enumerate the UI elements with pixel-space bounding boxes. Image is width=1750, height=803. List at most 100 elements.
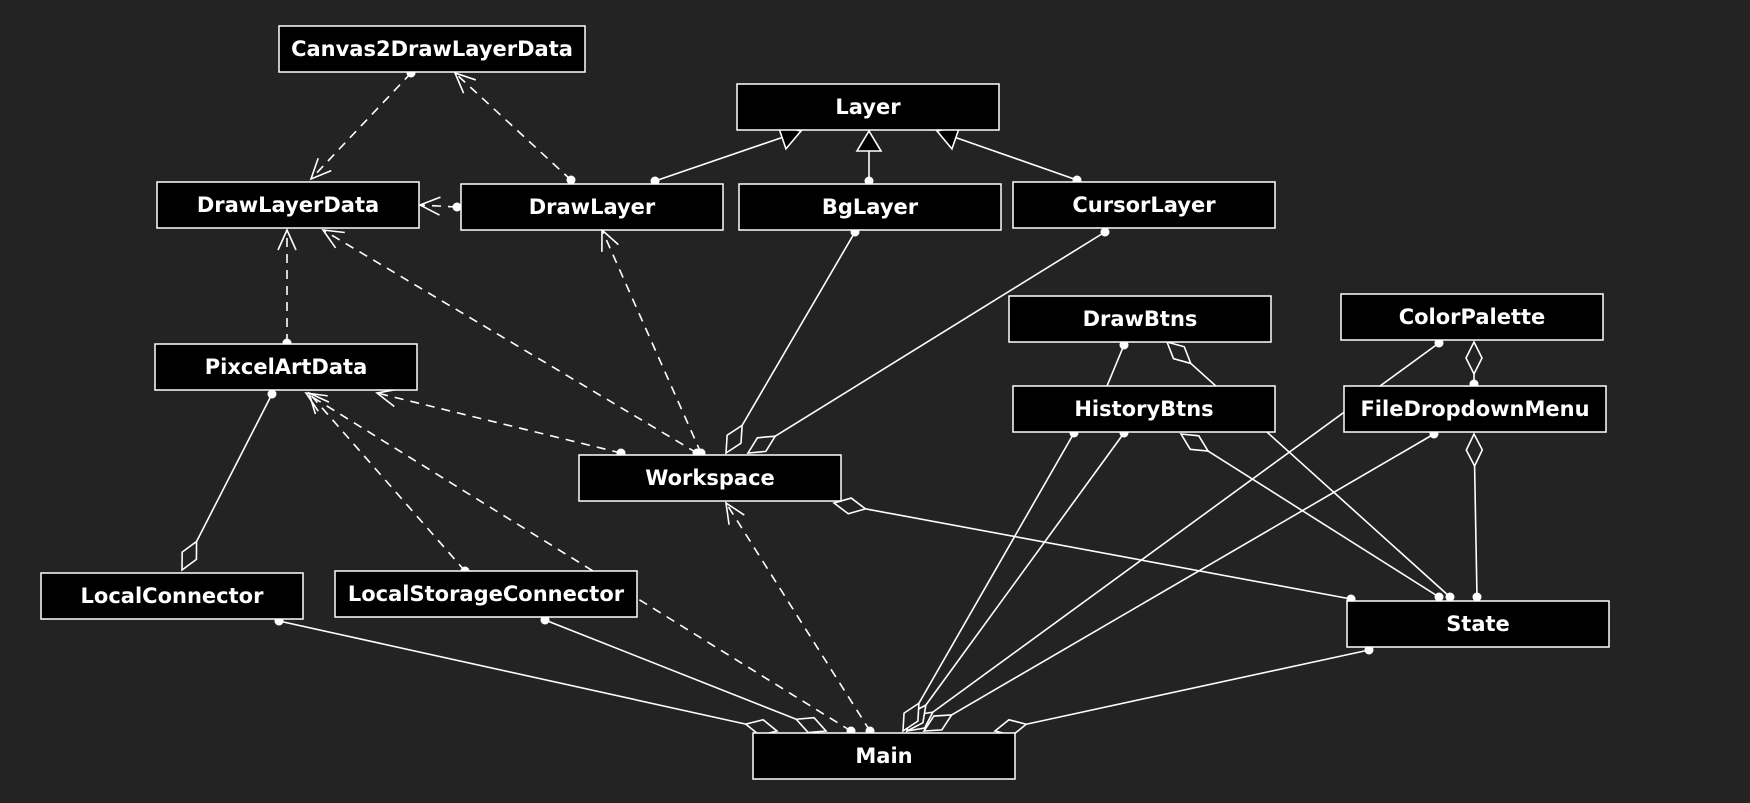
class-name-label: LocalStorageConnector (348, 582, 625, 606)
edge-endpoint-dot (1445, 592, 1455, 602)
class-name-label: DrawLayerData (197, 193, 379, 217)
edge-filedropdownmenu-main (922, 429, 1439, 732)
aggregation-diamond (794, 716, 828, 734)
edge-line (544, 619, 797, 720)
class-name-label: ColorPalette (1399, 305, 1546, 329)
aggregation-diamond (181, 539, 198, 572)
class-node-cursorlayer: CursorLayer (1012, 181, 1276, 229)
edge-line (1473, 465, 1478, 598)
class-box (752, 732, 1016, 780)
edge-pixcelartdata-drawlayerdata (277, 228, 297, 348)
edge-line (1207, 450, 1440, 598)
edge-historybtns-main (902, 428, 1079, 733)
dependency-arrowhead (724, 501, 745, 525)
edge-line (654, 136, 783, 182)
edges-layer (181, 68, 1484, 737)
edge-line (925, 432, 1125, 706)
edge-line (741, 231, 856, 426)
aggregation-diamond (725, 423, 744, 455)
edge-line (308, 392, 466, 572)
class-name-label: LocalConnector (81, 584, 265, 608)
edge-workspace-pixcelartdata (375, 388, 626, 458)
aggregation-diamond (1165, 340, 1193, 365)
class-box (736, 83, 1000, 131)
class-box (278, 25, 586, 73)
edge-localstorageconnector-pixcelartdata (307, 391, 470, 576)
aggregation-diamond (746, 435, 777, 454)
edge-cursorlayer-workspace (746, 227, 1110, 454)
class-node-pixcelartdata: PixcelArtData (154, 343, 418, 391)
class-box (40, 572, 304, 620)
class-name-label: Canvas2DrawLayerData (291, 37, 573, 61)
class-node-drawbtns: DrawBtns (1008, 295, 1272, 343)
edge-drawlayer-canvas2drawlayerdata (453, 71, 576, 185)
edge-pixcelartdata-localconnector (181, 389, 277, 572)
edge-line (195, 393, 273, 542)
class-box (1340, 293, 1604, 341)
class-node-state: State (1346, 600, 1610, 648)
edge-state-workspace (832, 497, 1356, 604)
class-name-label: DrawLayer (529, 195, 656, 219)
edge-localconnector-main (274, 616, 779, 737)
edge-filedropdownmenu-colorpalette (1465, 340, 1483, 389)
inheritance-arrowhead (855, 129, 883, 152)
class-name-label: Workspace (645, 466, 775, 490)
class-box (1008, 295, 1272, 343)
class-box (738, 183, 1002, 231)
class-name-label: DrawBtns (1083, 307, 1198, 331)
edge-state-drawbtns (1165, 340, 1455, 602)
aggregation-diamond (832, 497, 868, 515)
edge-drawbtns-main (905, 428, 1129, 733)
class-name-label: State (1446, 612, 1510, 636)
edge-canvas2drawlayerdata-drawlayerdata (309, 68, 416, 181)
edge-bglayer-workspace (725, 227, 860, 455)
edge-state-historybtns (1179, 433, 1444, 602)
edge-line (725, 502, 871, 732)
class-box (460, 183, 724, 231)
class-box (1012, 385, 1276, 433)
edge-cursorlayer-layer (935, 125, 1082, 185)
class-box (578, 454, 842, 502)
class-node-localstorageconnector: LocalStorageConnector (334, 570, 638, 618)
edge-workspace-drawlayer (601, 228, 706, 458)
edge-line (955, 136, 1078, 181)
edge-endpoint-dot (1100, 227, 1110, 237)
dependency-arrowhead (277, 228, 297, 251)
class-name-label: Layer (835, 95, 901, 119)
class-name-label: CursorLayer (1072, 193, 1216, 217)
edge-state-main (993, 645, 1374, 737)
dependency-arrowhead (453, 71, 477, 94)
dependency-arrowhead (309, 158, 332, 181)
edge-main-pixcelartdata (304, 391, 856, 736)
edge-historybtns-drawbtns (1106, 340, 1129, 387)
class-node-main: Main (752, 732, 1016, 780)
edge-endpoint-dot (452, 202, 462, 212)
edge-drawlayer-layer (650, 125, 803, 186)
class-name-label: BgLayer (822, 195, 919, 219)
class-box (1343, 385, 1607, 433)
class-node-drawlayer: DrawLayer (460, 183, 724, 231)
edge-line (310, 72, 412, 180)
edge-line (322, 229, 698, 454)
edge-line (305, 392, 852, 732)
class-node-layer: Layer (736, 83, 1000, 131)
edge-line (278, 620, 746, 725)
class-node-localconnector: LocalConnector (40, 572, 304, 620)
class-box (1012, 181, 1276, 229)
aggregation-diamond (1179, 433, 1210, 453)
dependency-arrowhead (304, 391, 328, 412)
edge-endpoint-dot (267, 389, 277, 399)
class-node-colorpalette: ColorPalette (1340, 293, 1604, 341)
edge-bglayer-layer (855, 129, 883, 186)
class-box (334, 570, 638, 618)
class-box (154, 343, 418, 391)
dependency-arrowhead (321, 229, 345, 249)
class-name-label: FileDropdownMenu (1360, 397, 1589, 421)
edge-state-filedropdownmenu (1465, 432, 1484, 602)
edge-line (454, 72, 572, 181)
class-node-bglayer: BgLayer (738, 183, 1002, 231)
class-name-label: Main (855, 744, 912, 768)
edge-line (951, 433, 1435, 716)
